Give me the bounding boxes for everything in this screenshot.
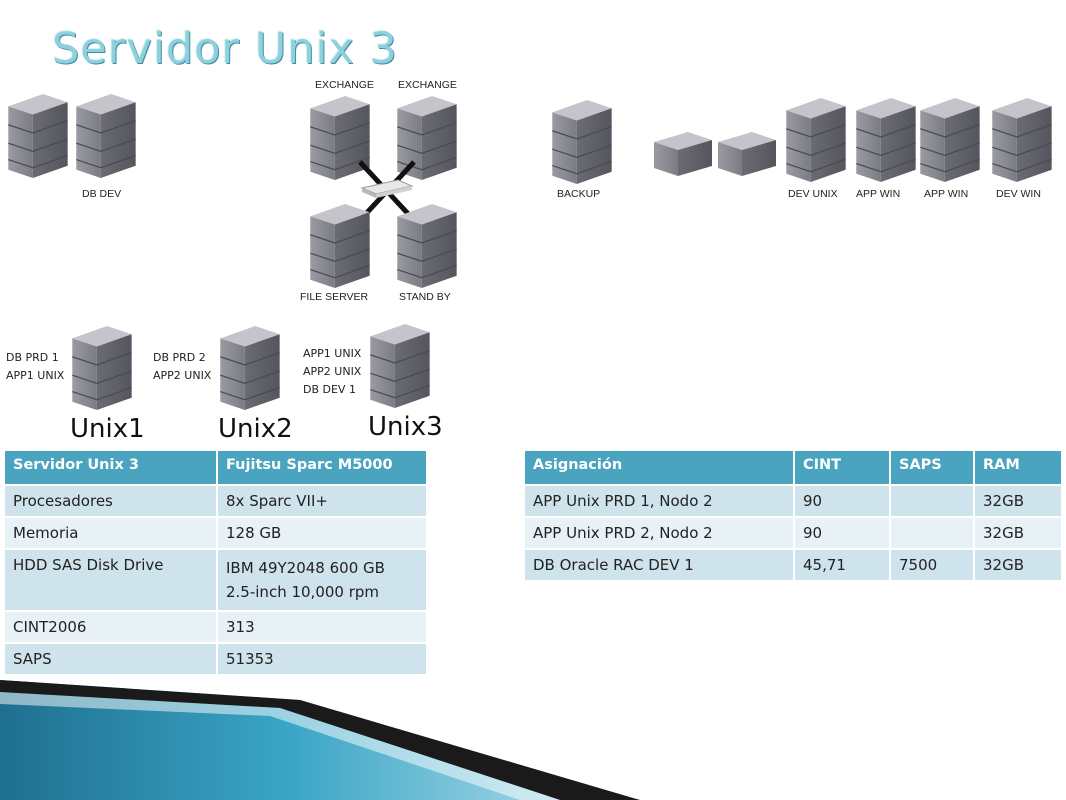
dev-unix-server-icon (786, 96, 848, 182)
app-win-server-icon (920, 96, 982, 182)
table-cell: DB Oracle RAC DEV 1 (525, 549, 795, 582)
table-row: DB Oracle RAC DEV 1 45,71 7500 32GB (525, 549, 1063, 582)
page-title: Servidor Unix 3 (52, 24, 398, 74)
table-cell: Procesadores (5, 485, 218, 518)
table-cell: 32GB (974, 485, 1063, 518)
server-icon (8, 92, 70, 178)
unix2-server-icon (220, 324, 282, 410)
table-cell: 45,71 (794, 549, 891, 582)
backup-server-icon (552, 98, 614, 184)
unix3-server-icon (370, 322, 432, 408)
server-icon (718, 130, 778, 178)
label-file-server: FILE SERVER (300, 291, 369, 303)
table-header: SAPS (890, 451, 975, 486)
server-icon (76, 92, 138, 178)
label-exchange-2: EXCHANGE (398, 79, 457, 91)
table-cell: 32GB (974, 549, 1063, 582)
table-cell: APP Unix PRD 1, Nodo 2 (525, 485, 795, 518)
table-row: Memoria 128 GB (5, 517, 428, 550)
file-server-icon (310, 202, 372, 288)
table-header-row: Servidor Unix 3 Fujitsu Sparc M5000 (5, 451, 428, 486)
unix3-label: Unix3 (368, 412, 443, 442)
table-header: RAM (974, 451, 1063, 486)
table-row: SAPS 51353 (5, 643, 428, 676)
table-cell: HDD SAS Disk Drive (5, 549, 218, 612)
app-win-server-icon (856, 96, 918, 182)
table-cell: CINT2006 (5, 611, 218, 644)
table-cell: 313 (217, 611, 428, 644)
label-stand-by: STAND BY (399, 291, 451, 303)
unix1-server-icon (72, 324, 134, 410)
label-dev-unix: DEV UNIX (788, 188, 838, 200)
network-switch-icon (358, 160, 416, 220)
table-row: APP Unix PRD 2, Nodo 2 90 32GB (525, 517, 1063, 550)
table-cell: 128 GB (217, 517, 428, 550)
table-cell (890, 517, 975, 550)
label-app-win-2: APP WIN (924, 188, 969, 200)
table-header: Servidor Unix 3 (5, 451, 218, 486)
table-header: Fujitsu Sparc M5000 (217, 451, 428, 486)
unix3-roles: APP1 UNIX APP2 UNIX DB DEV 1 (303, 347, 362, 396)
table-cell: 90 (794, 517, 891, 550)
table-row: APP Unix PRD 1, Nodo 2 90 32GB (525, 485, 1063, 518)
unix2-label: Unix2 (218, 414, 293, 444)
table-cell: 51353 (217, 643, 428, 676)
table-cell: 32GB (974, 517, 1063, 550)
assignment-table: Asignación CINT SAPS RAM APP Unix PRD 1,… (525, 451, 1063, 582)
unix1-roles: DB PRD 1 APP1 UNIX (6, 351, 65, 382)
table-header: CINT (794, 451, 891, 486)
label-app-win-1: APP WIN (856, 188, 901, 200)
standby-server-icon (397, 202, 459, 288)
table-cell: 8x Sparc VII+ (217, 485, 428, 518)
table-header: Asignación (525, 451, 795, 486)
table-row: CINT2006 313 (5, 611, 428, 644)
table-cell: IBM 49Y2048 600 GB 2.5-inch 10,000 rpm (217, 549, 428, 612)
label-dev-win: DEV WIN (996, 188, 1041, 200)
decorative-swoosh (0, 680, 640, 800)
table-cell: 90 (794, 485, 891, 518)
label-backup: BACKUP (557, 188, 601, 200)
table-row: HDD SAS Disk Drive IBM 49Y2048 600 GB 2.… (5, 549, 428, 612)
table-cell: SAPS (5, 643, 218, 676)
unix2-roles: DB PRD 2 APP2 UNIX (153, 351, 212, 382)
specs-table: Servidor Unix 3 Fujitsu Sparc M5000 Proc… (5, 451, 428, 676)
table-cell: Memoria (5, 517, 218, 550)
label-db-dev: DB DEV (82, 188, 122, 200)
dev-win-server-icon (992, 96, 1054, 182)
table-cell: APP Unix PRD 2, Nodo 2 (525, 517, 795, 550)
table-header-row: Asignación CINT SAPS RAM (525, 451, 1063, 486)
label-exchange-1: EXCHANGE (315, 79, 374, 91)
table-row: Procesadores 8x Sparc VII+ (5, 485, 428, 518)
server-icon (654, 130, 714, 178)
unix1-label: Unix1 (70, 414, 145, 444)
table-cell: 7500 (890, 549, 975, 582)
table-cell (890, 485, 975, 518)
